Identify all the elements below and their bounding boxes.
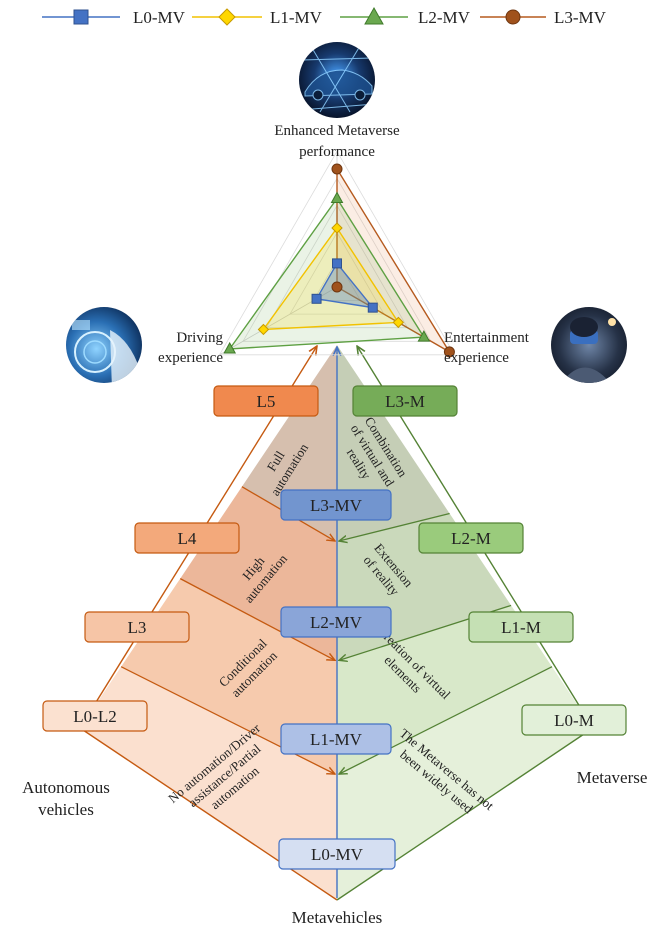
metavehicle-level-box-l3-mv: L3-MV <box>280 489 392 521</box>
pyramid-outline-left-bottom <box>79 727 338 901</box>
autonomy-level-box-l3: L3 <box>84 611 190 643</box>
diamond-marker-icon <box>218 8 236 26</box>
radar-grid-ring <box>218 150 456 356</box>
legend: L0-MV L1-MV L2-MV L3-MV <box>42 6 607 27</box>
radar-series-l1-mv <box>261 226 400 331</box>
autonomous-vehicles-title-line1: Autonomous <box>22 778 110 797</box>
metavehicle-level-box-l0-mv: L0-MV <box>278 838 396 870</box>
radar-point-l2-mv <box>417 330 431 342</box>
metaverse-title: Metaverse <box>577 768 648 787</box>
metaverse-level-box-l1-m: L1-M <box>468 611 574 643</box>
metavehicle-level-box-l2-mv-text: L2-MV <box>310 613 363 632</box>
radar-chart <box>218 150 456 358</box>
radar-series-l0-mv <box>315 262 375 309</box>
autonomy-level-box-l3-text: L3 <box>128 618 147 637</box>
radar-axis-label-left-line1: Driving <box>176 330 223 346</box>
legend-item-l3-mv: L3-MV <box>480 8 607 27</box>
triangle-marker-icon <box>364 6 384 25</box>
metavehicle-pyramid: FullautomationHighautomationConditionala… <box>42 345 627 901</box>
radar-point-l1-mv <box>257 323 270 336</box>
radar-point-l0-mv <box>311 293 322 304</box>
driving-interface-photo-icon <box>66 307 142 383</box>
legend-item-l0-mv: L0-MV <box>42 8 186 27</box>
radar-point-l3-mv <box>443 346 455 358</box>
legend-item-l1-mv: L1-MV <box>192 8 323 27</box>
legend-label: L2-MV <box>418 8 471 27</box>
left-level-arrow <box>120 666 335 774</box>
metavehicle-level-box-l1-mv: L1-MV <box>280 723 392 755</box>
radar-axis-label-top-line1: Enhanced Metaverse <box>274 123 400 139</box>
pyramid-outline-right-bottom <box>336 727 594 901</box>
legend-item-l2-mv: L2-MV <box>340 6 471 27</box>
autonomy-level-box-l4: L4 <box>134 522 240 554</box>
metaverse-level-box-l3-m: L3-M <box>352 385 458 417</box>
autonomy-level-box-l5: L5 <box>213 385 319 417</box>
metavehicles-title: Metavehicles <box>292 908 383 927</box>
radar-point-l0-mv <box>367 302 378 313</box>
autonomy-level-box-l5-text: L5 <box>257 392 276 411</box>
autonomy-level-box-l4-text: L4 <box>178 529 197 548</box>
right-level-arrow <box>339 666 553 774</box>
radar-point-l1-mv <box>392 316 405 329</box>
metavehicle-level-box-l3-mv-text: L3-MV <box>310 496 363 515</box>
radar-axis-label-top-line2: performance <box>299 144 375 160</box>
radar-axis-label-left-line2: experience <box>158 350 223 366</box>
legend-label: L3-MV <box>554 8 607 27</box>
radar-grid-ring <box>265 204 409 329</box>
autonomy-level-box-l0-l2: L0-L2 <box>42 700 148 732</box>
metaverse-level-box-l3-m-text: L3-M <box>385 392 425 411</box>
left-level-arrow <box>179 578 335 661</box>
metaverse-level-box-l0-m: L0-M <box>521 704 627 736</box>
circle-marker-icon <box>505 9 521 25</box>
radar-grid-ring <box>242 177 432 342</box>
car-metaverse-photo-icon <box>299 42 375 118</box>
radar-grid-ring <box>289 231 385 315</box>
autonomy-level-box-l0-l2-text: L0-L2 <box>73 707 116 726</box>
metaverse-level-box-l0-m-text: L0-M <box>554 711 594 730</box>
vr-headset-photo-icon <box>551 307 627 383</box>
radar-point-l3-mv <box>331 163 343 175</box>
radar-grid-ring <box>312 259 362 302</box>
radar-axis-label-right-line1: Entertainment <box>444 330 530 346</box>
metavehicle-level-box-l1-mv-text: L1-MV <box>310 730 363 749</box>
legend-label: L1-MV <box>270 8 323 27</box>
radar-point-l2-mv <box>330 191 344 203</box>
square-marker-icon <box>73 9 89 25</box>
radar-axis-label-right-line2: experience <box>444 350 509 366</box>
radar-point-l1-mv <box>331 222 343 234</box>
radar-point-l2-mv <box>223 341 237 354</box>
metaverse-level-box-l1-m-text: L1-M <box>501 618 541 637</box>
metavehicle-level-box-l2-mv: L2-MV <box>280 606 392 638</box>
autonomous-vehicles-title-line2: vehicles <box>38 800 94 819</box>
metaverse-level-box-l2-m-text: L2-M <box>451 529 491 548</box>
right-level-arrow <box>339 512 450 542</box>
metaverse-level-box-l2-m: L2-M <box>418 522 524 554</box>
radar-point-l0-mv <box>332 258 342 269</box>
metavehicle-level-box-l0-mv-text: L0-MV <box>311 845 364 864</box>
radar-point-l3-mv <box>331 281 343 293</box>
legend-label: L0-MV <box>133 8 186 27</box>
